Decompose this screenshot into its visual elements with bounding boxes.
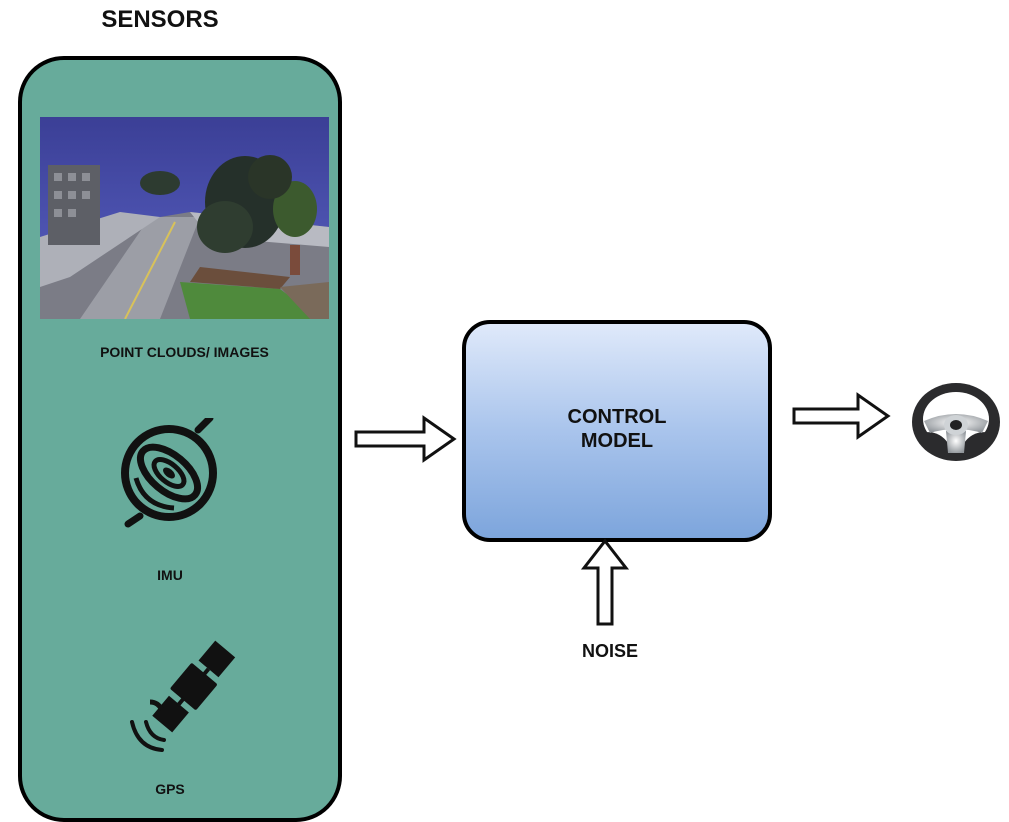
- control-model-box: [462, 320, 772, 542]
- point-clouds-label: POINT CLOUDS/ IMAGES: [100, 344, 269, 360]
- sensor-to-control-arrow: [354, 415, 458, 463]
- sensors-title: SENSORS: [101, 6, 219, 33]
- noise-arrow: [580, 538, 630, 626]
- imu-label: IMU: [157, 567, 183, 583]
- control-output-arrow: [792, 392, 892, 440]
- gps-satellite-icon: [120, 640, 245, 755]
- point-cloud-image: [40, 117, 329, 319]
- gps-label: GPS: [155, 781, 185, 797]
- noise-label: NOISE: [581, 641, 638, 661]
- control-model-line-1: CONTROL: [567, 406, 667, 428]
- imu-gyroscope-icon: [114, 414, 224, 528]
- steering-wheel-icon: [910, 381, 1002, 463]
- control-model-line-2: MODEL: [580, 430, 654, 452]
- control-model-label: CONTROL MODEL: [462, 405, 772, 453]
